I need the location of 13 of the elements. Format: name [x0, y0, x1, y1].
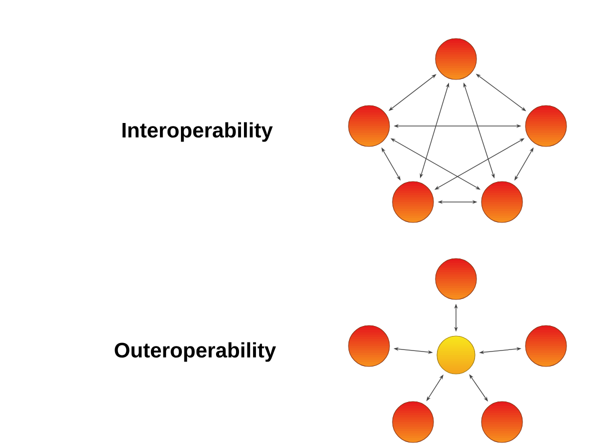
- circle-node: [348, 325, 390, 367]
- circle-node: [348, 105, 390, 147]
- circle-node: [392, 401, 434, 443]
- circle-node: [525, 105, 567, 147]
- circle-node: [435, 258, 477, 300]
- circle-node: [392, 181, 434, 223]
- circle-node: [435, 38, 477, 80]
- heading: Interoperability: [122, 122, 273, 142]
- circle-node: [481, 181, 523, 223]
- heading: Outeroperability: [114, 342, 276, 362]
- circle-node: [481, 401, 523, 443]
- circle-node: [525, 325, 567, 367]
- circle-node: [436, 336, 476, 374]
